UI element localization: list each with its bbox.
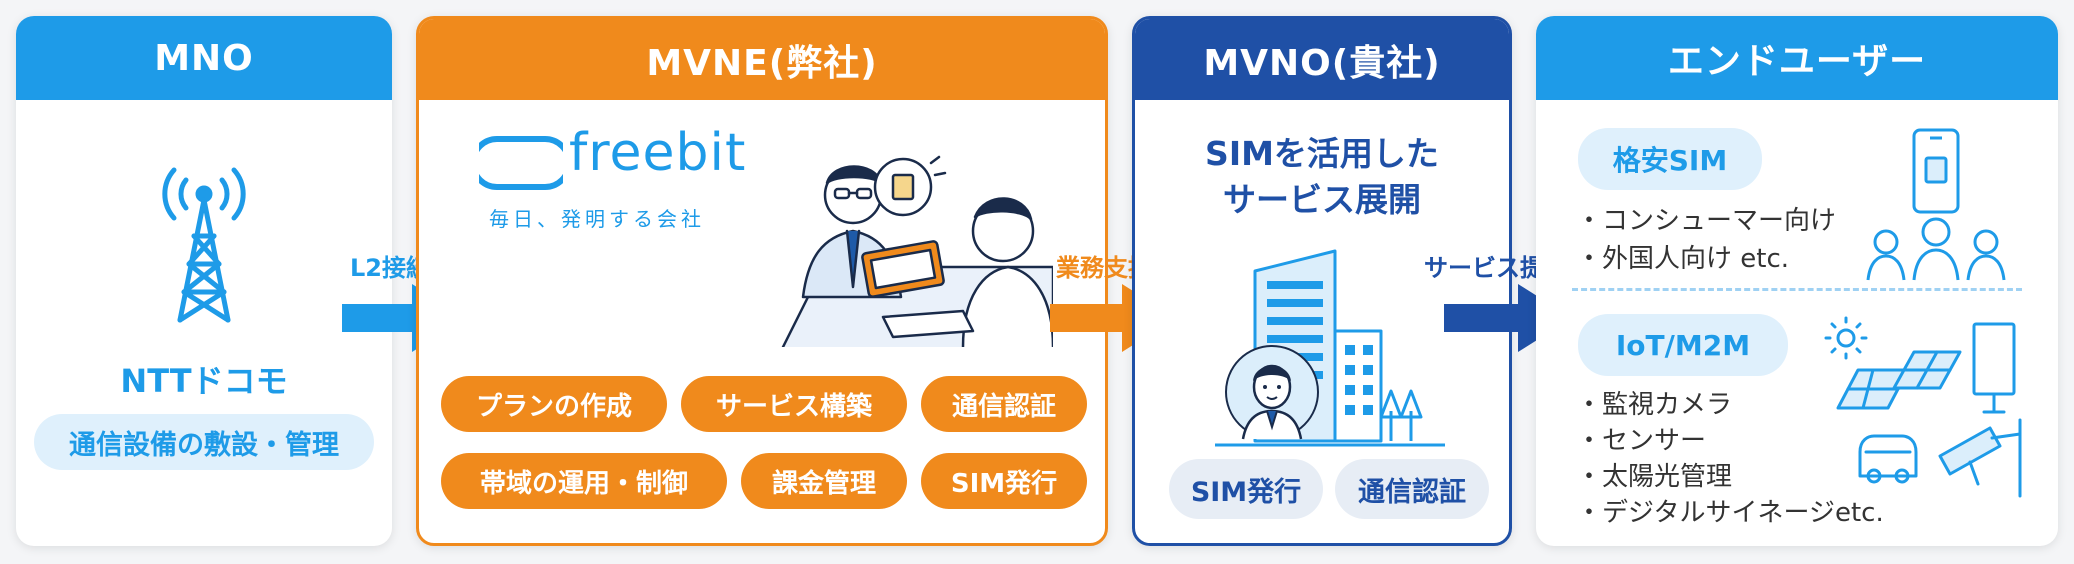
mno-company: NTTドコモ (120, 362, 288, 400)
mno-header: MNO (16, 16, 392, 100)
mvne-service-bandwidth: 帯域の運用・制御 (441, 453, 727, 509)
mvne-service-build: サービス構築 (681, 376, 907, 432)
mvne-panel: MVNE(弊社) freebit 毎日、発明する会社 プランの作 (416, 16, 1108, 546)
section-divider (1572, 288, 2022, 291)
mvno-title: SIMを活用した サービス展開 (1135, 131, 1509, 223)
iot-item: ・センサー (1576, 426, 1707, 456)
cheap-sim-badge: 格安SIM (1578, 128, 1762, 190)
mvne-header: MVNE(弊社) (419, 19, 1105, 100)
mvne-service-plan: プランの作成 (441, 376, 667, 432)
mvne-service-sim: SIM発行 (921, 453, 1087, 509)
iot-devices-icon (1824, 316, 2022, 498)
mvno-service-auth: 通信認証 (1335, 459, 1489, 519)
mvno-header: MVNO(貴社) (1135, 19, 1509, 100)
iot-item: ・太陽光管理 (1576, 462, 1733, 492)
freebit-logo-text: freebit (569, 123, 747, 183)
mvno-panel: MVNO(貴社) SIMを活用した サービス展開 (1132, 16, 1512, 546)
smartphone-users-icon (1866, 128, 2006, 281)
cheap-sim-item: ・外国人向け etc. (1576, 244, 1790, 274)
enduser-header: エンドユーザー (1536, 16, 2058, 100)
cheap-sim-item: ・コンシューマー向け (1576, 206, 1837, 236)
mno-panel: MNO NTTドコモ 通信設備の敷設・管理 (16, 16, 392, 546)
iot-item: ・監視カメラ (1576, 390, 1733, 420)
enduser-panel: エンドユーザー 格安SIM ・コンシューマー向け ・外国人向け etc. IoT… (1536, 16, 2058, 546)
mvne-service-auth: 通信認証 (921, 376, 1087, 432)
freebit-tagline: 毎日、発明する会社 (489, 207, 705, 231)
mvno-title-line2: サービス展開 (1223, 180, 1421, 219)
iot-item: ・デジタルサイネージetc. (1576, 498, 1884, 528)
mvno-service-sim: SIM発行 (1169, 459, 1323, 519)
mvne-service-billing: 課金管理 (741, 453, 907, 509)
cell-tower-icon (162, 167, 246, 323)
mno-role-badge: 通信設備の敷設・管理 (34, 414, 374, 470)
mvno-title-line1: SIMを活用した (1205, 134, 1439, 173)
iot-badge: IoT/M2M (1578, 314, 1788, 376)
person-avatar-icon (1225, 345, 1319, 440)
consultation-illustration (781, 155, 1053, 347)
freebit-logo-icon (479, 136, 563, 190)
